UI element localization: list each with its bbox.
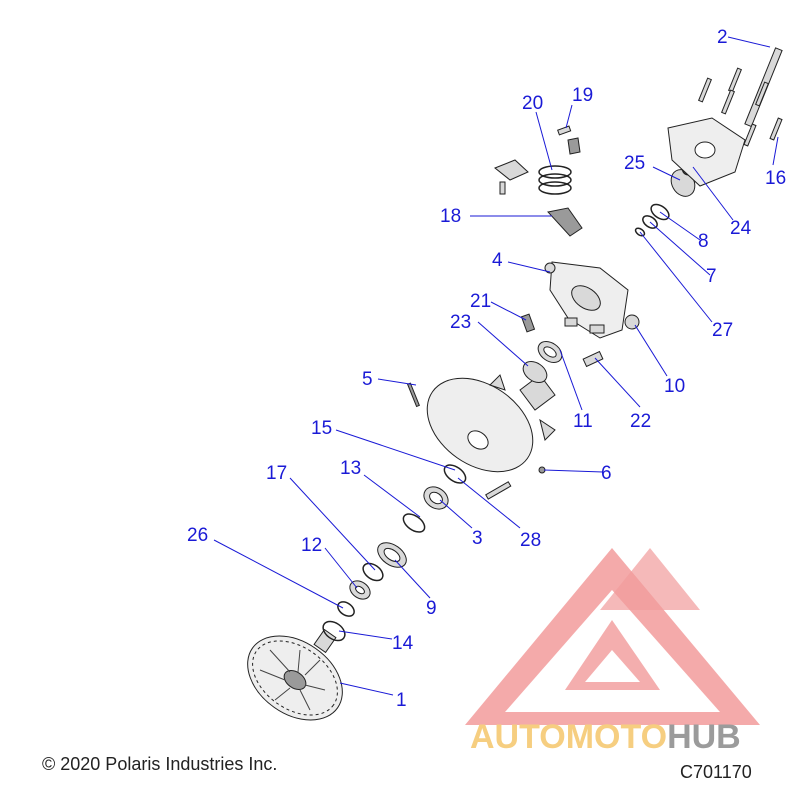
part-27-o-ring [634, 227, 646, 237]
part-5-pin [406, 382, 421, 408]
callout-25: 25 [624, 153, 645, 174]
part-23-bushing [522, 361, 548, 383]
part-14-ring [322, 620, 346, 642]
watermark-text: AUTOMOTOHUB [470, 718, 741, 756]
part-21-bolt [520, 313, 536, 333]
cover-plate [667, 117, 746, 187]
callout-27: 27 [712, 320, 733, 341]
callout-3: 3 [472, 528, 483, 549]
copyright-text: © 2020 Polaris Industries Inc. [42, 754, 278, 774]
spring-cap [494, 159, 529, 181]
callout-4: 4 [492, 250, 503, 271]
part-18-weight [547, 207, 583, 237]
callout-14: 14 [392, 633, 414, 654]
callout-12: 12 [301, 535, 322, 556]
part-1-fixed-sheave [247, 628, 343, 721]
part-7-washer [642, 215, 658, 229]
callouts: 2 16 25 24 8 7 27 19 20 18 4 21 23 11 10… [187, 27, 786, 711]
part-3-bushing [423, 486, 449, 510]
part-13-ring [402, 513, 426, 533]
callout-18: 18 [440, 206, 461, 227]
part-12-bushing [349, 580, 371, 600]
part-17-ring [362, 562, 384, 582]
part-20-spring [538, 165, 572, 195]
callout-6: 6 [601, 463, 612, 484]
callout-24: 24 [730, 218, 752, 239]
callout-26: 26 [187, 525, 208, 546]
callout-19: 19 [572, 85, 593, 106]
callout-13: 13 [340, 458, 361, 479]
callout-7: 7 [706, 266, 717, 287]
watermark-part2: HUB [667, 718, 741, 756]
callout-21: 21 [470, 291, 491, 312]
callout-1: 1 [396, 690, 407, 711]
part-26-washer [337, 601, 355, 617]
callout-23: 23 [450, 312, 471, 333]
callout-20: 20 [522, 93, 543, 114]
callout-17: 17 [266, 463, 287, 484]
callout-16: 16 [765, 168, 786, 189]
watermark-part1: AUTOMOTO [470, 718, 667, 756]
callout-5: 5 [362, 369, 373, 390]
part-19-pin [557, 125, 581, 155]
part-4-spider [544, 261, 640, 339]
part-16-bolts [697, 67, 783, 147]
drawing-number: C701170 [680, 762, 752, 782]
callout-9: 9 [426, 598, 437, 619]
callout-22: 22 [630, 411, 651, 432]
watermark-logo: AUTOMOTOHUB [465, 548, 760, 756]
leader-lines [213, 36, 779, 696]
part-11-bushing [537, 341, 563, 363]
callout-11: 11 [573, 411, 593, 432]
callout-28: 28 [520, 530, 541, 551]
part-22-roller [582, 350, 604, 368]
callout-8: 8 [698, 231, 709, 252]
part-9-bushing [377, 542, 407, 568]
callout-10: 10 [664, 376, 685, 397]
small-pin-2 [499, 181, 506, 195]
callout-15: 15 [311, 418, 332, 439]
callout-2: 2 [717, 27, 728, 48]
part-15-movable-sheave [426, 374, 556, 473]
small-pin [485, 481, 512, 500]
